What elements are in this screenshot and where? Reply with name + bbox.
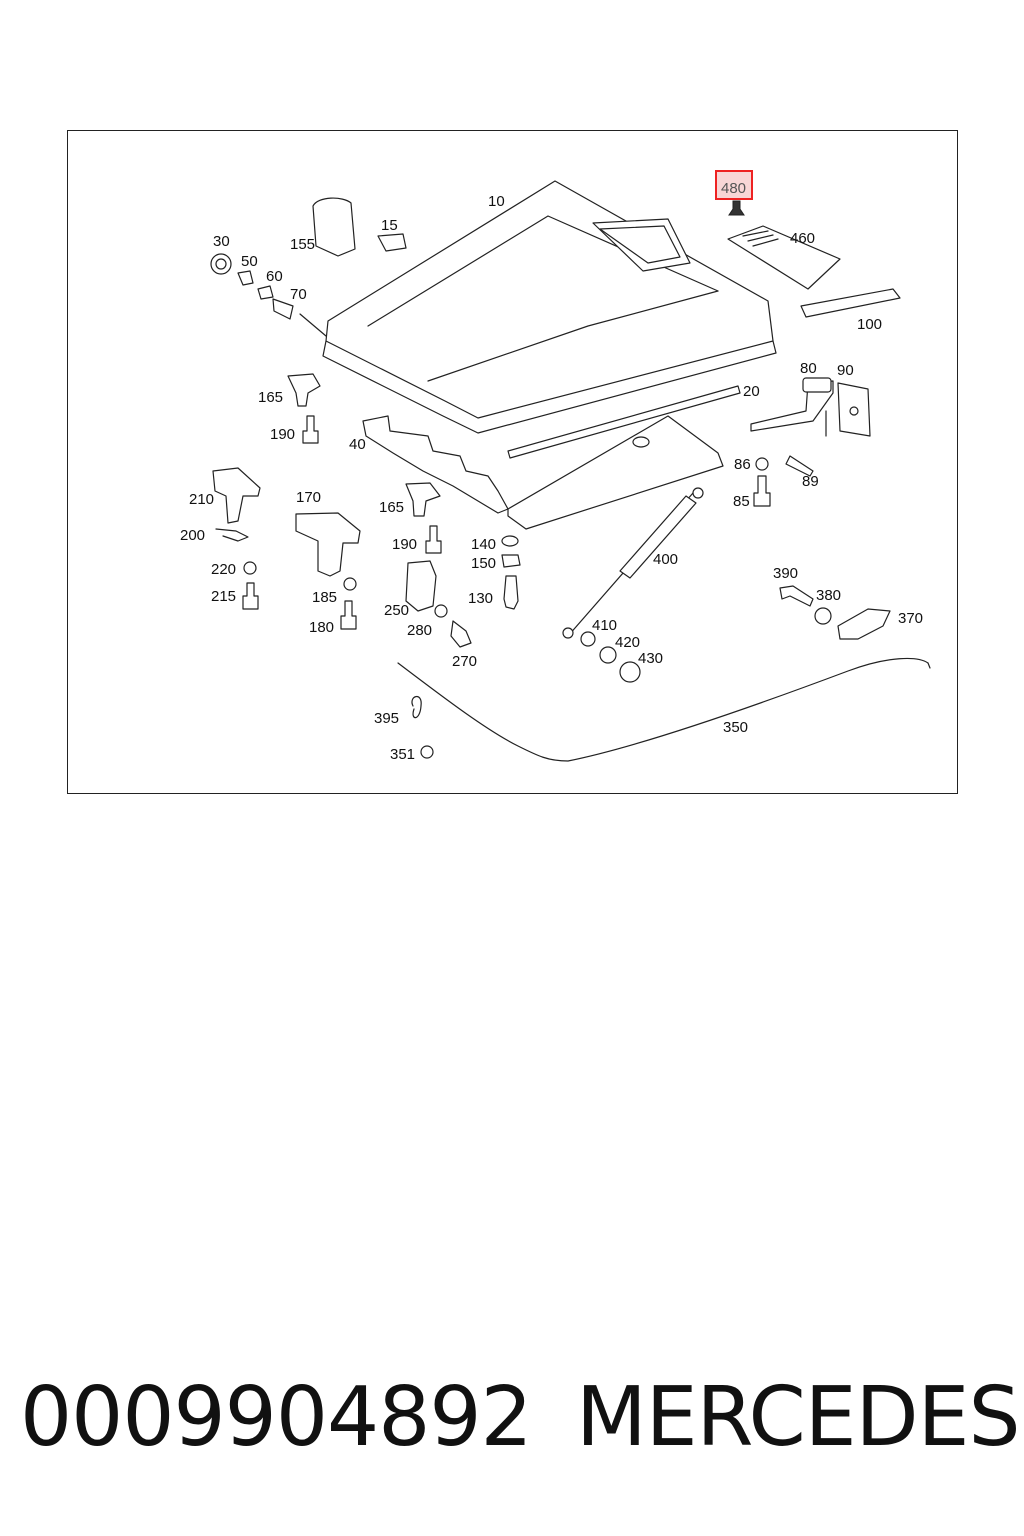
screw-89: [785, 455, 814, 477]
label-280: 280: [407, 622, 432, 639]
label-185: 185: [312, 589, 337, 606]
part-number: 0009904892: [20, 1370, 533, 1465]
label-480-highlighted: 480: [721, 180, 746, 197]
latch-250: [405, 560, 437, 612]
bolt-190-left: [302, 415, 319, 444]
label-70: 70: [290, 286, 307, 303]
bolt-85: [753, 475, 771, 507]
label-250: 250: [384, 602, 409, 619]
star-washer-380: [814, 607, 832, 625]
lock-210: [212, 467, 261, 524]
label-50: 50: [241, 253, 258, 270]
label-140: 140: [471, 536, 496, 553]
label-40: 40: [349, 436, 366, 453]
label-215: 215: [211, 588, 236, 605]
label-395: 395: [374, 710, 399, 727]
clip-70: [272, 298, 294, 320]
label-100: 100: [857, 316, 882, 333]
label-180: 180: [309, 619, 334, 636]
label-170: 170: [296, 489, 321, 506]
label-270: 270: [452, 653, 477, 670]
label-60: 60: [266, 268, 283, 285]
label-410: 410: [592, 617, 617, 634]
gas-strut: [562, 487, 704, 639]
brand-name: MERCEDES: [576, 1370, 1021, 1465]
label-86: 86: [734, 456, 751, 473]
label-20: 20: [743, 383, 760, 400]
label-190-center: 190: [392, 536, 417, 553]
hood-panel: [299, 180, 777, 434]
pin-270: [450, 620, 472, 648]
label-155: 155: [290, 236, 315, 253]
nut-351: [420, 745, 434, 759]
bushing-430: [619, 661, 641, 683]
seal-strip: [507, 385, 741, 459]
washer-185: [343, 577, 357, 591]
label-strip: [800, 288, 901, 318]
clip-60: [257, 285, 274, 300]
label-30: 30: [213, 233, 230, 250]
label-165-center: 165: [379, 499, 404, 516]
clip-480: [728, 200, 745, 216]
label-89: 89: [802, 473, 819, 490]
bolt-180: [340, 600, 357, 630]
nut-150: [501, 554, 521, 568]
bolt-190-center: [425, 525, 442, 554]
hinge-165-left: [287, 373, 321, 407]
hinge-165-center: [405, 482, 441, 517]
release-cable: [397, 657, 929, 762]
parts-diagram: 10 15 20 30 40 50 60 70 80 85 86 89 90 1…: [67, 130, 958, 794]
vent-plate: [727, 225, 841, 290]
nut-140: [501, 535, 519, 547]
label-430: 430: [638, 650, 663, 667]
label-150: 150: [471, 555, 496, 572]
grommet-50: [237, 270, 254, 286]
insulation-155: [312, 197, 356, 257]
highlight-box: [715, 170, 753, 200]
washer-86: [755, 457, 769, 471]
spring-200: [215, 528, 249, 542]
label-130: 130: [468, 590, 493, 607]
emblem-30: [210, 253, 232, 275]
label-420: 420: [615, 634, 640, 651]
hinge-bracket: [750, 377, 871, 437]
label-390: 390: [773, 565, 798, 582]
callout-labels: 10 15 20 30 40 50 60 70 80 85 86 89 90 1…: [180, 170, 923, 763]
label-90: 90: [837, 362, 854, 379]
label-350: 350: [723, 719, 748, 736]
inner-panel: [362, 415, 724, 530]
label-370: 370: [898, 610, 923, 627]
label-210: 210: [189, 491, 214, 508]
bumper-130: [503, 575, 519, 610]
label-460: 460: [790, 230, 815, 247]
latch-370: [837, 608, 891, 640]
washer-410: [580, 631, 596, 647]
bolt-215: [242, 582, 259, 610]
label-200: 200: [180, 527, 205, 544]
label-10: 10: [488, 193, 505, 210]
label-220: 220: [211, 561, 236, 578]
label-15: 15: [381, 217, 398, 234]
label-380: 380: [816, 587, 841, 604]
washer-220: [243, 561, 257, 575]
clip-395: [411, 696, 422, 719]
label-351: 351: [390, 746, 415, 763]
nut-420: [599, 646, 617, 664]
bolt-390: [779, 585, 814, 607]
label-80: 80: [800, 360, 817, 377]
label-400: 400: [653, 551, 678, 568]
lock-170: [295, 512, 361, 577]
label-190-left: 190: [270, 426, 295, 443]
washer-280: [434, 604, 448, 618]
footer: 0009904892 MERCEDES: [20, 1370, 1021, 1470]
bracket-15: [377, 233, 407, 252]
label-165-left: 165: [258, 389, 283, 406]
label-85: 85: [733, 493, 750, 510]
hood-exploded-view: 10 15 20 30 40 50 60 70 80 85 86 89 90 1…: [180, 170, 931, 763]
